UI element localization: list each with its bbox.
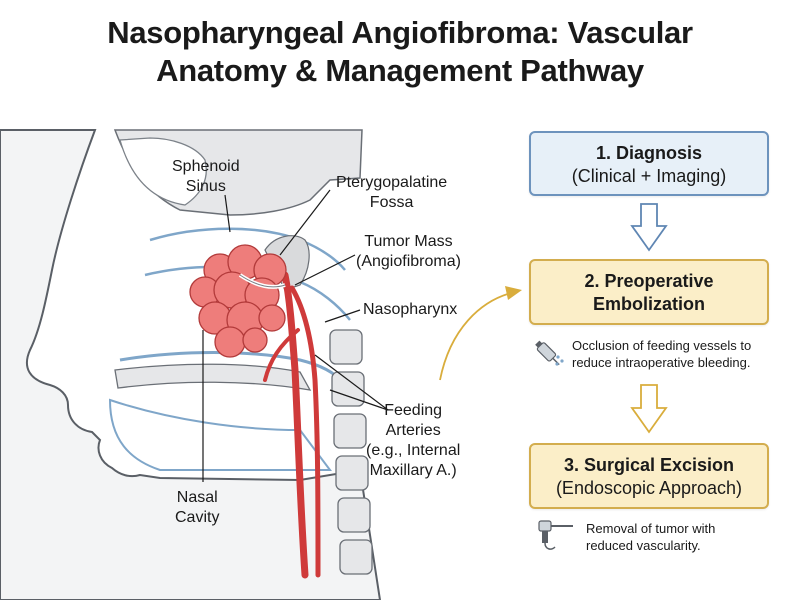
- step-excision-note: Removal of tumor with reduced vascularit…: [586, 521, 716, 553]
- label-sphenoid-sinus: Sphenoid Sinus: [172, 158, 240, 195]
- syringe-icon: [535, 340, 564, 366]
- step-excision-title: 3. Surgical Excision: [563, 455, 735, 475]
- step-diagnosis-title: 1. Diagnosis: [595, 143, 703, 163]
- embolization-curve-arrow: [439, 291, 516, 381]
- label-feeding-arteries: Feeding Arteries (e.g., Internal Maxilla…: [366, 402, 461, 479]
- step-embolization-box: 2. Preoperative Embolization: [529, 259, 769, 325]
- palate-bone: [114, 363, 312, 391]
- embolization-curve-arrowhead: [505, 286, 522, 300]
- tumor-mass: [189, 244, 287, 358]
- feeding-arteries: [263, 271, 321, 579]
- page-title: Nasopharyngeal Angiofibroma: Vascular An…: [0, 14, 800, 90]
- label-nasal-cavity: Nasal Cavity: [175, 489, 220, 526]
- step-embolization-title-1: 2. Preoperative: [584, 271, 714, 291]
- step-diagnosis-box: 1. Diagnosis (Clinical + Imaging): [529, 131, 769, 196]
- palate-line: [119, 351, 347, 386]
- label-tumor-mass: Tumor Mass (Angiofibroma): [356, 233, 461, 270]
- step-excision-subtitle: (Endoscopic Approach): [555, 478, 743, 498]
- leader-lines: [202, 189, 389, 482]
- arrow-diagnosis-to-embolization: [630, 203, 668, 252]
- title-line-1: Nasopharyngeal Angiofibroma: Vascular: [107, 15, 693, 50]
- label-nasopharynx: Nasopharynx: [363, 301, 458, 318]
- title-line-2: Anatomy & Management Pathway: [156, 53, 644, 88]
- label-pterygopalatine-fossa: Pterygopalatine Fossa: [336, 174, 448, 211]
- arrow-embolization-to-excision: [630, 384, 668, 434]
- skull-outline: [0, 129, 382, 600]
- endoscope-icon: [538, 520, 573, 550]
- mucosa-line-upper: [149, 227, 346, 271]
- step-embolization-note: Occlusion of feeding vessels to reduce i…: [572, 338, 752, 370]
- step-embolization-title-2: Embolization: [593, 294, 705, 314]
- step-diagnosis-subtitle: (Clinical + Imaging): [571, 166, 727, 186]
- cervical-vertebrae: [329, 329, 373, 575]
- tumor-vessel-outline: [239, 274, 286, 288]
- step-excision-box: 3. Surgical Excision (Endoscopic Approac…: [529, 443, 769, 509]
- sphenoid-sinus-shape: [119, 137, 207, 206]
